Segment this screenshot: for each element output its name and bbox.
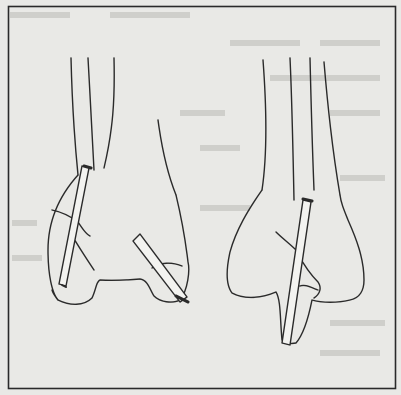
bleed-through-text [10, 12, 385, 356]
right-fracture-line [276, 232, 296, 250]
left-shaft-outer-line [71, 58, 78, 175]
left-shaft-inner-line [88, 58, 94, 170]
right-panel [227, 58, 364, 345]
right-screw [282, 199, 312, 345]
figure-frame [9, 7, 396, 389]
left-second-bone-line [158, 120, 176, 195]
left-lower-corner [52, 290, 58, 300]
right-shaft-right-line [324, 62, 340, 195]
right-fracture-notch [300, 285, 318, 290]
left-screw-1 [59, 166, 91, 287]
right-shaft-left-line [262, 60, 266, 190]
left-panel [48, 58, 189, 304]
left-screw-2 [133, 234, 188, 302]
left-shaft-right-line [104, 58, 114, 168]
